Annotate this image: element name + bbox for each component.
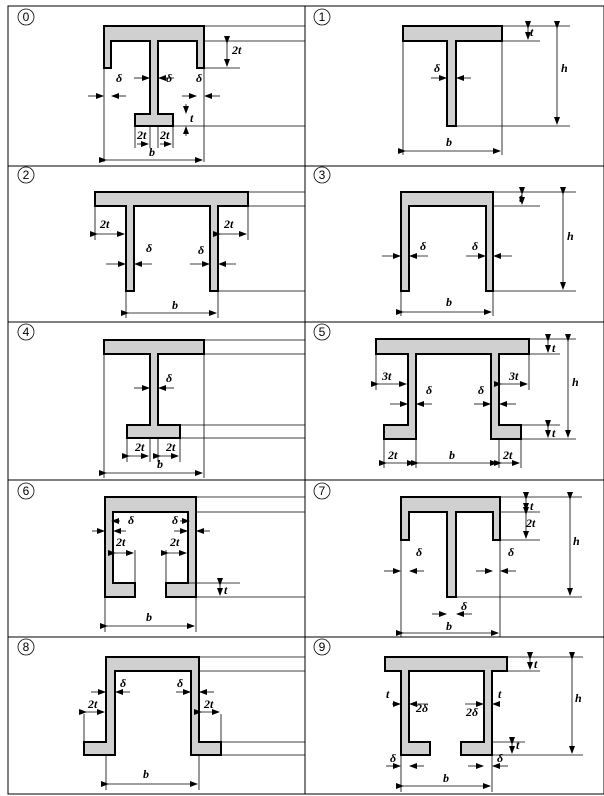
dimension-label: b bbox=[149, 145, 155, 159]
cell-number: 7 bbox=[319, 484, 326, 498]
table-grid bbox=[7, 5, 604, 795]
section-5: t t h 3t 3t δ δ 2t b 2t bbox=[371, 334, 579, 468]
dimension-label: δ bbox=[461, 599, 467, 613]
dimension-label: δ bbox=[166, 371, 172, 385]
dimension-label: 2t bbox=[87, 697, 98, 711]
section-6: δ δ 2t 2t t b bbox=[92, 496, 305, 632]
dimension-label: b bbox=[143, 767, 149, 781]
dimension-label: 2t bbox=[525, 516, 536, 530]
dimension-label: δ bbox=[416, 545, 422, 559]
dimension-label: 2t bbox=[169, 535, 180, 549]
dimension-label: δ bbox=[146, 241, 152, 255]
dimension-label: b bbox=[449, 448, 455, 462]
dimension-label: δ bbox=[434, 61, 440, 75]
dimension-label: h bbox=[575, 691, 582, 705]
dimension-label: 2t bbox=[134, 440, 145, 454]
dimension-label: 2t bbox=[231, 43, 242, 57]
cell-number: 1 bbox=[319, 10, 326, 24]
dimension-label: h bbox=[572, 375, 579, 389]
section-1: t h δ b bbox=[398, 21, 570, 155]
dimension-label: t bbox=[386, 687, 390, 701]
section-7: t 2t h δ δ δ b bbox=[384, 492, 582, 637]
cell-label-3: 3 bbox=[313, 166, 331, 184]
cell-number: 3 bbox=[319, 168, 326, 182]
dimension-label: b bbox=[443, 771, 449, 785]
dimension-label: b bbox=[446, 135, 452, 149]
cell-label-5: 5 bbox=[313, 323, 331, 341]
section-9: t t h t t 2δ 2δ δ δ b bbox=[384, 652, 583, 792]
dimension-label: 2δ bbox=[465, 705, 478, 719]
dimension-label: h bbox=[561, 61, 568, 75]
cell-label-2: 2 bbox=[17, 166, 35, 184]
section-3: t h δ δ b bbox=[382, 187, 576, 316]
section-8: δ δ 2t 2t b bbox=[79, 656, 305, 790]
dimension-label: 2t bbox=[115, 535, 126, 549]
dimension-label: 2t bbox=[165, 440, 176, 454]
dimension-label: h bbox=[567, 229, 574, 243]
dimension-label: t bbox=[224, 583, 228, 597]
cell-label-0: 0 bbox=[17, 8, 35, 26]
dimension-label: 2t bbox=[223, 217, 234, 231]
dimension-label: δ bbox=[497, 751, 503, 765]
dimension-label: δ bbox=[426, 383, 432, 397]
cell-number: 0 bbox=[23, 10, 30, 24]
dimension-label: b bbox=[446, 619, 452, 633]
dimension-label: t bbox=[516, 738, 520, 752]
section-4: δ 2t 2t b bbox=[99, 339, 305, 478]
section-2: 2t 2t δ δ b bbox=[90, 191, 305, 318]
dimension-label: t bbox=[534, 657, 538, 671]
dimension-label: δ bbox=[177, 676, 183, 690]
dimension-label: 2t bbox=[387, 448, 398, 462]
cell-label-9: 9 bbox=[313, 638, 331, 656]
dimension-label: t bbox=[519, 191, 523, 205]
cell-number: 8 bbox=[23, 640, 30, 654]
dimension-label: t bbox=[190, 111, 194, 125]
dimension-label: t bbox=[552, 341, 556, 355]
dimension-label: t bbox=[530, 499, 534, 513]
cell-number: 9 bbox=[319, 640, 326, 654]
dimension-label: δ bbox=[128, 513, 134, 527]
dimension-label: 2t bbox=[502, 448, 513, 462]
cell-number: 4 bbox=[23, 325, 30, 339]
dimension-label: b bbox=[157, 457, 163, 471]
dimension-label: b bbox=[446, 295, 452, 309]
cell-number: 2 bbox=[23, 168, 30, 182]
cell-label-8: 8 bbox=[17, 638, 35, 656]
dimension-label: δ bbox=[508, 545, 514, 559]
dimension-label: t bbox=[530, 25, 534, 39]
dimension-label: 2t bbox=[203, 697, 214, 711]
cell-number: 5 bbox=[319, 325, 326, 339]
dimension-label: b bbox=[146, 610, 152, 624]
dimension-label: 2t bbox=[136, 128, 147, 142]
dimension-label: 3t bbox=[508, 369, 519, 383]
dimension-label: δ bbox=[172, 513, 178, 527]
cell-number: 6 bbox=[23, 484, 30, 498]
dimension-label: 2δ bbox=[415, 701, 428, 715]
cell-labels: 0 1 2 3 4 5 6 7 8 9 bbox=[17, 8, 331, 656]
dimension-label: δ bbox=[166, 71, 172, 85]
dimension-label: 2t bbox=[159, 128, 170, 142]
cell-label-6: 6 bbox=[17, 482, 35, 500]
dimension-label: δ bbox=[198, 243, 204, 257]
dimension-label: δ bbox=[120, 676, 126, 690]
dimension-label: δ bbox=[196, 71, 202, 85]
dimension-label: δ bbox=[116, 71, 122, 85]
dimension-label: δ bbox=[390, 751, 396, 765]
section-0: 2t δ δ δ t 2t 2t b bbox=[88, 25, 305, 163]
dimension-label: δ bbox=[472, 239, 478, 253]
dimension-label: h bbox=[573, 534, 580, 548]
dimension-label: t bbox=[498, 687, 502, 701]
dimension-label: 2t bbox=[99, 217, 110, 231]
cell-label-4: 4 bbox=[17, 323, 35, 341]
dimension-label: 3t bbox=[381, 369, 392, 383]
dimension-label: δ bbox=[478, 383, 484, 397]
dimension-label: δ bbox=[420, 239, 426, 253]
cell-label-7: 7 bbox=[313, 482, 331, 500]
dimension-label: b bbox=[172, 298, 178, 312]
cell-label-1: 1 bbox=[313, 8, 331, 26]
dimension-label: t bbox=[552, 426, 556, 440]
